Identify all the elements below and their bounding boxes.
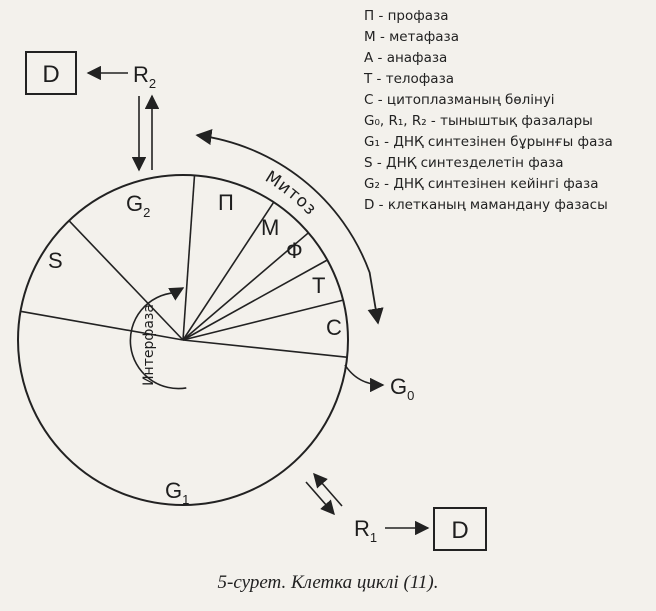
r2-main: R	[133, 62, 149, 87]
interphase-arc	[129, 291, 187, 390]
r2-sub: 2	[149, 76, 156, 91]
legend-item: С - цитоплазманың бөлінуі	[364, 92, 555, 108]
legend-item: S - ДНҚ синтезделетін фаза	[364, 155, 564, 171]
r1-sub: 1	[370, 530, 377, 545]
g0-main: G	[390, 374, 407, 399]
r1-in-arrow	[313, 472, 343, 507]
legend-item: М - метафаза	[364, 29, 459, 45]
legend-item: Т - телофаза	[364, 71, 455, 87]
cell-cycle-circle	[17, 174, 349, 506]
g0-sub: 0	[407, 388, 414, 403]
d-box-top	[25, 51, 77, 95]
phase-g2-label: G2	[126, 191, 150, 220]
g0-label: G0	[390, 374, 414, 403]
figure-caption: 5-сурет. Клетка циклі (11).	[217, 572, 439, 593]
legend-item: D - клетканың мамандану фазасы	[364, 197, 608, 213]
phase-cytokinesis-label: С	[326, 315, 342, 340]
d-label-bottom: D	[451, 517, 468, 544]
r2-label: R2	[133, 62, 156, 91]
g1-main: G	[165, 478, 182, 503]
phase-metaphase-label: М	[261, 215, 279, 240]
legend-item: G₂ - ДНҚ синтезінен кейінгі фаза	[364, 176, 599, 192]
phase-prophase-label: П	[218, 190, 234, 215]
g2-main: G	[126, 191, 143, 216]
d-label-top: D	[42, 61, 59, 88]
legend-item: П - профаза	[364, 8, 449, 24]
interphase-label: Интерфаза	[141, 304, 157, 386]
g0-arrow	[344, 364, 385, 393]
phase-s-label: S	[48, 248, 63, 273]
interphase-arrow	[168, 287, 185, 301]
phase-telophase-label: Т	[312, 273, 325, 298]
g1-sub: 1	[182, 492, 189, 507]
mitosis-arc-arrow	[195, 128, 384, 325]
legend-item: G₀, R₁, R₂ - тыныштық фазалары	[364, 113, 593, 129]
d-box-bottom	[433, 507, 487, 551]
phase-anaphase-label: Ф	[286, 238, 303, 263]
legend: П - профаза М - метафаза А - анафаза Т -…	[364, 6, 613, 216]
phase-g1-label: G1	[165, 478, 189, 507]
r1-out-arrow	[305, 481, 335, 516]
g2-sub: 2	[143, 205, 150, 220]
r1-main: R	[354, 516, 370, 541]
r1-label: R1	[354, 516, 377, 545]
legend-item: А - анафаза	[364, 50, 448, 66]
legend-item: G₁ - ДНҚ синтезінен бұрынғы фаза	[364, 134, 613, 150]
mitosis-label: Митоз	[261, 167, 321, 220]
